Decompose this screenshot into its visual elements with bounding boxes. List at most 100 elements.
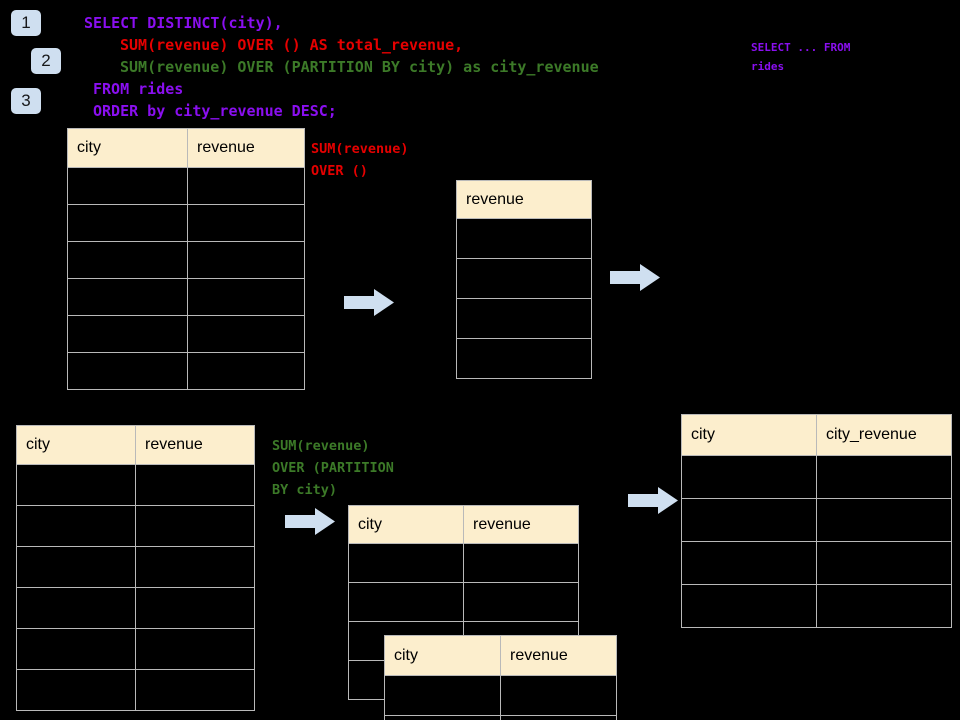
table-cell-empty	[681, 541, 817, 585]
table-cell-empty	[16, 464, 136, 506]
table-row	[348, 582, 579, 622]
arrow-source-to-total	[344, 289, 394, 316]
table-cell-empty	[135, 628, 255, 670]
table-row	[16, 628, 255, 670]
sum-over-partition-annotation: SUM(revenue) OVER (PARTITION BY city)	[272, 438, 394, 498]
table-row	[681, 498, 952, 542]
table-row	[456, 338, 592, 379]
table-cell-empty	[187, 167, 305, 205]
table-row	[384, 675, 617, 716]
table-cell-empty	[816, 584, 952, 628]
arrow-total-to-result	[610, 264, 660, 291]
column-header-city: city	[16, 425, 136, 465]
table-cell-empty	[384, 715, 501, 720]
table-row	[16, 464, 255, 506]
column-header-city: city	[384, 635, 501, 676]
arrow-partition-to-result	[628, 487, 678, 514]
table-cell-empty	[135, 587, 255, 629]
table-cell-empty	[816, 498, 952, 542]
table-cell-empty	[500, 675, 617, 716]
table-row	[456, 298, 592, 339]
table-cell-empty	[456, 258, 592, 299]
table-row	[16, 546, 255, 588]
table-cell-empty	[67, 352, 188, 390]
table-cell-empty	[67, 278, 188, 316]
table-cell-empty	[463, 582, 579, 622]
table-cell-empty	[16, 546, 136, 588]
table-cell-empty	[463, 543, 579, 583]
table-row	[16, 587, 255, 629]
table-cell-empty	[456, 218, 592, 259]
column-header-city: city	[348, 505, 464, 544]
table-cell-empty	[456, 298, 592, 339]
table-row	[67, 315, 305, 353]
column-header-revenue: revenue	[187, 128, 305, 168]
table-cell-empty	[135, 505, 255, 547]
table-cell-empty	[16, 628, 136, 670]
sql-line-5: ORDER by city_revenue DESC;	[93, 102, 337, 120]
sum-over-empty-annotation: SUM(revenue) OVER ()	[311, 141, 409, 179]
sql-line-1: SELECT DISTINCT(city),	[84, 14, 283, 32]
column-header-city: city	[67, 128, 188, 168]
table-cell-empty	[135, 546, 255, 588]
table-row	[67, 204, 305, 242]
table-header-row: revenue	[456, 180, 592, 219]
table-cell-empty	[681, 498, 817, 542]
table-cell-empty	[135, 464, 255, 506]
step-badge-3: 3	[11, 88, 41, 114]
sql-line-3: SUM(revenue) OVER (PARTITION BY city) as…	[120, 58, 599, 76]
table-cell-empty	[16, 505, 136, 547]
table-row	[67, 241, 305, 279]
table-row	[67, 352, 305, 390]
table-row	[67, 278, 305, 316]
step-badge-1: 1	[11, 10, 41, 36]
column-header-city_revenue: city_revenue	[816, 414, 952, 456]
total-revenue-table: revenue	[456, 180, 592, 379]
table-row	[16, 669, 255, 711]
table-cell-empty	[187, 315, 305, 353]
table-cell-empty	[384, 675, 501, 716]
table-cell-empty	[187, 278, 305, 316]
table-cell-empty	[67, 241, 188, 279]
column-header-revenue: revenue	[135, 425, 255, 465]
column-header-revenue: revenue	[456, 180, 592, 219]
table-row	[348, 543, 579, 583]
column-header-revenue: revenue	[500, 635, 617, 676]
table-cell-empty	[456, 338, 592, 379]
table-row	[456, 218, 592, 259]
table-cell-empty	[187, 352, 305, 390]
sql-query-block: SELECT DISTINCT(city), SUM(revenue) OVER …	[84, 12, 599, 122]
step-badge-2: 2	[31, 48, 61, 74]
sql-line-4: FROM rides	[93, 80, 184, 98]
column-header-city: city	[681, 414, 817, 456]
table-row	[16, 505, 255, 547]
table-row	[681, 584, 952, 628]
table-cell-empty	[135, 669, 255, 711]
select-from-rides-note: SELECT ... FROM rides	[751, 41, 851, 73]
table-cell-empty	[348, 543, 464, 583]
table-cell-empty	[16, 669, 136, 711]
table-cell-empty	[67, 167, 188, 205]
table-row	[681, 455, 952, 499]
table-cell-empty	[16, 587, 136, 629]
arrow-source-to-partition	[285, 508, 335, 535]
table-cell-empty	[681, 584, 817, 628]
table-cell-empty	[500, 715, 617, 720]
column-header-revenue: revenue	[463, 505, 579, 544]
table-cell-empty	[187, 241, 305, 279]
table-cell-empty	[348, 582, 464, 622]
table-cell-empty	[681, 455, 817, 499]
sql-line-2: SUM(revenue) OVER () AS total_revenue,	[120, 36, 464, 54]
table-row	[456, 258, 592, 299]
table-cell-empty	[67, 204, 188, 242]
table-cell-empty	[816, 541, 952, 585]
